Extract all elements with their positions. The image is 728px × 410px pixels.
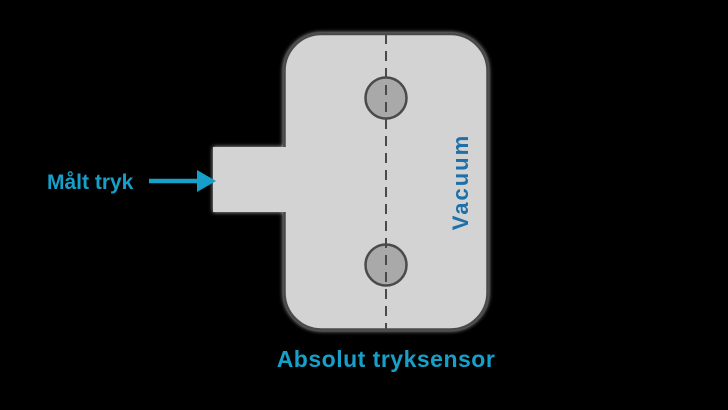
right-arrow-icon [149, 170, 216, 192]
arrow-head [197, 170, 216, 192]
pressure-port-stub [213, 147, 287, 212]
diagram-caption: Absolut tryksensor [277, 346, 496, 372]
membrane-circle-top [364, 76, 408, 120]
measured-pressure-label: Målt tryk [47, 171, 134, 194]
vacuum-label: Vacuum [448, 134, 473, 230]
sensor-housing-group [213, 32, 489, 331]
